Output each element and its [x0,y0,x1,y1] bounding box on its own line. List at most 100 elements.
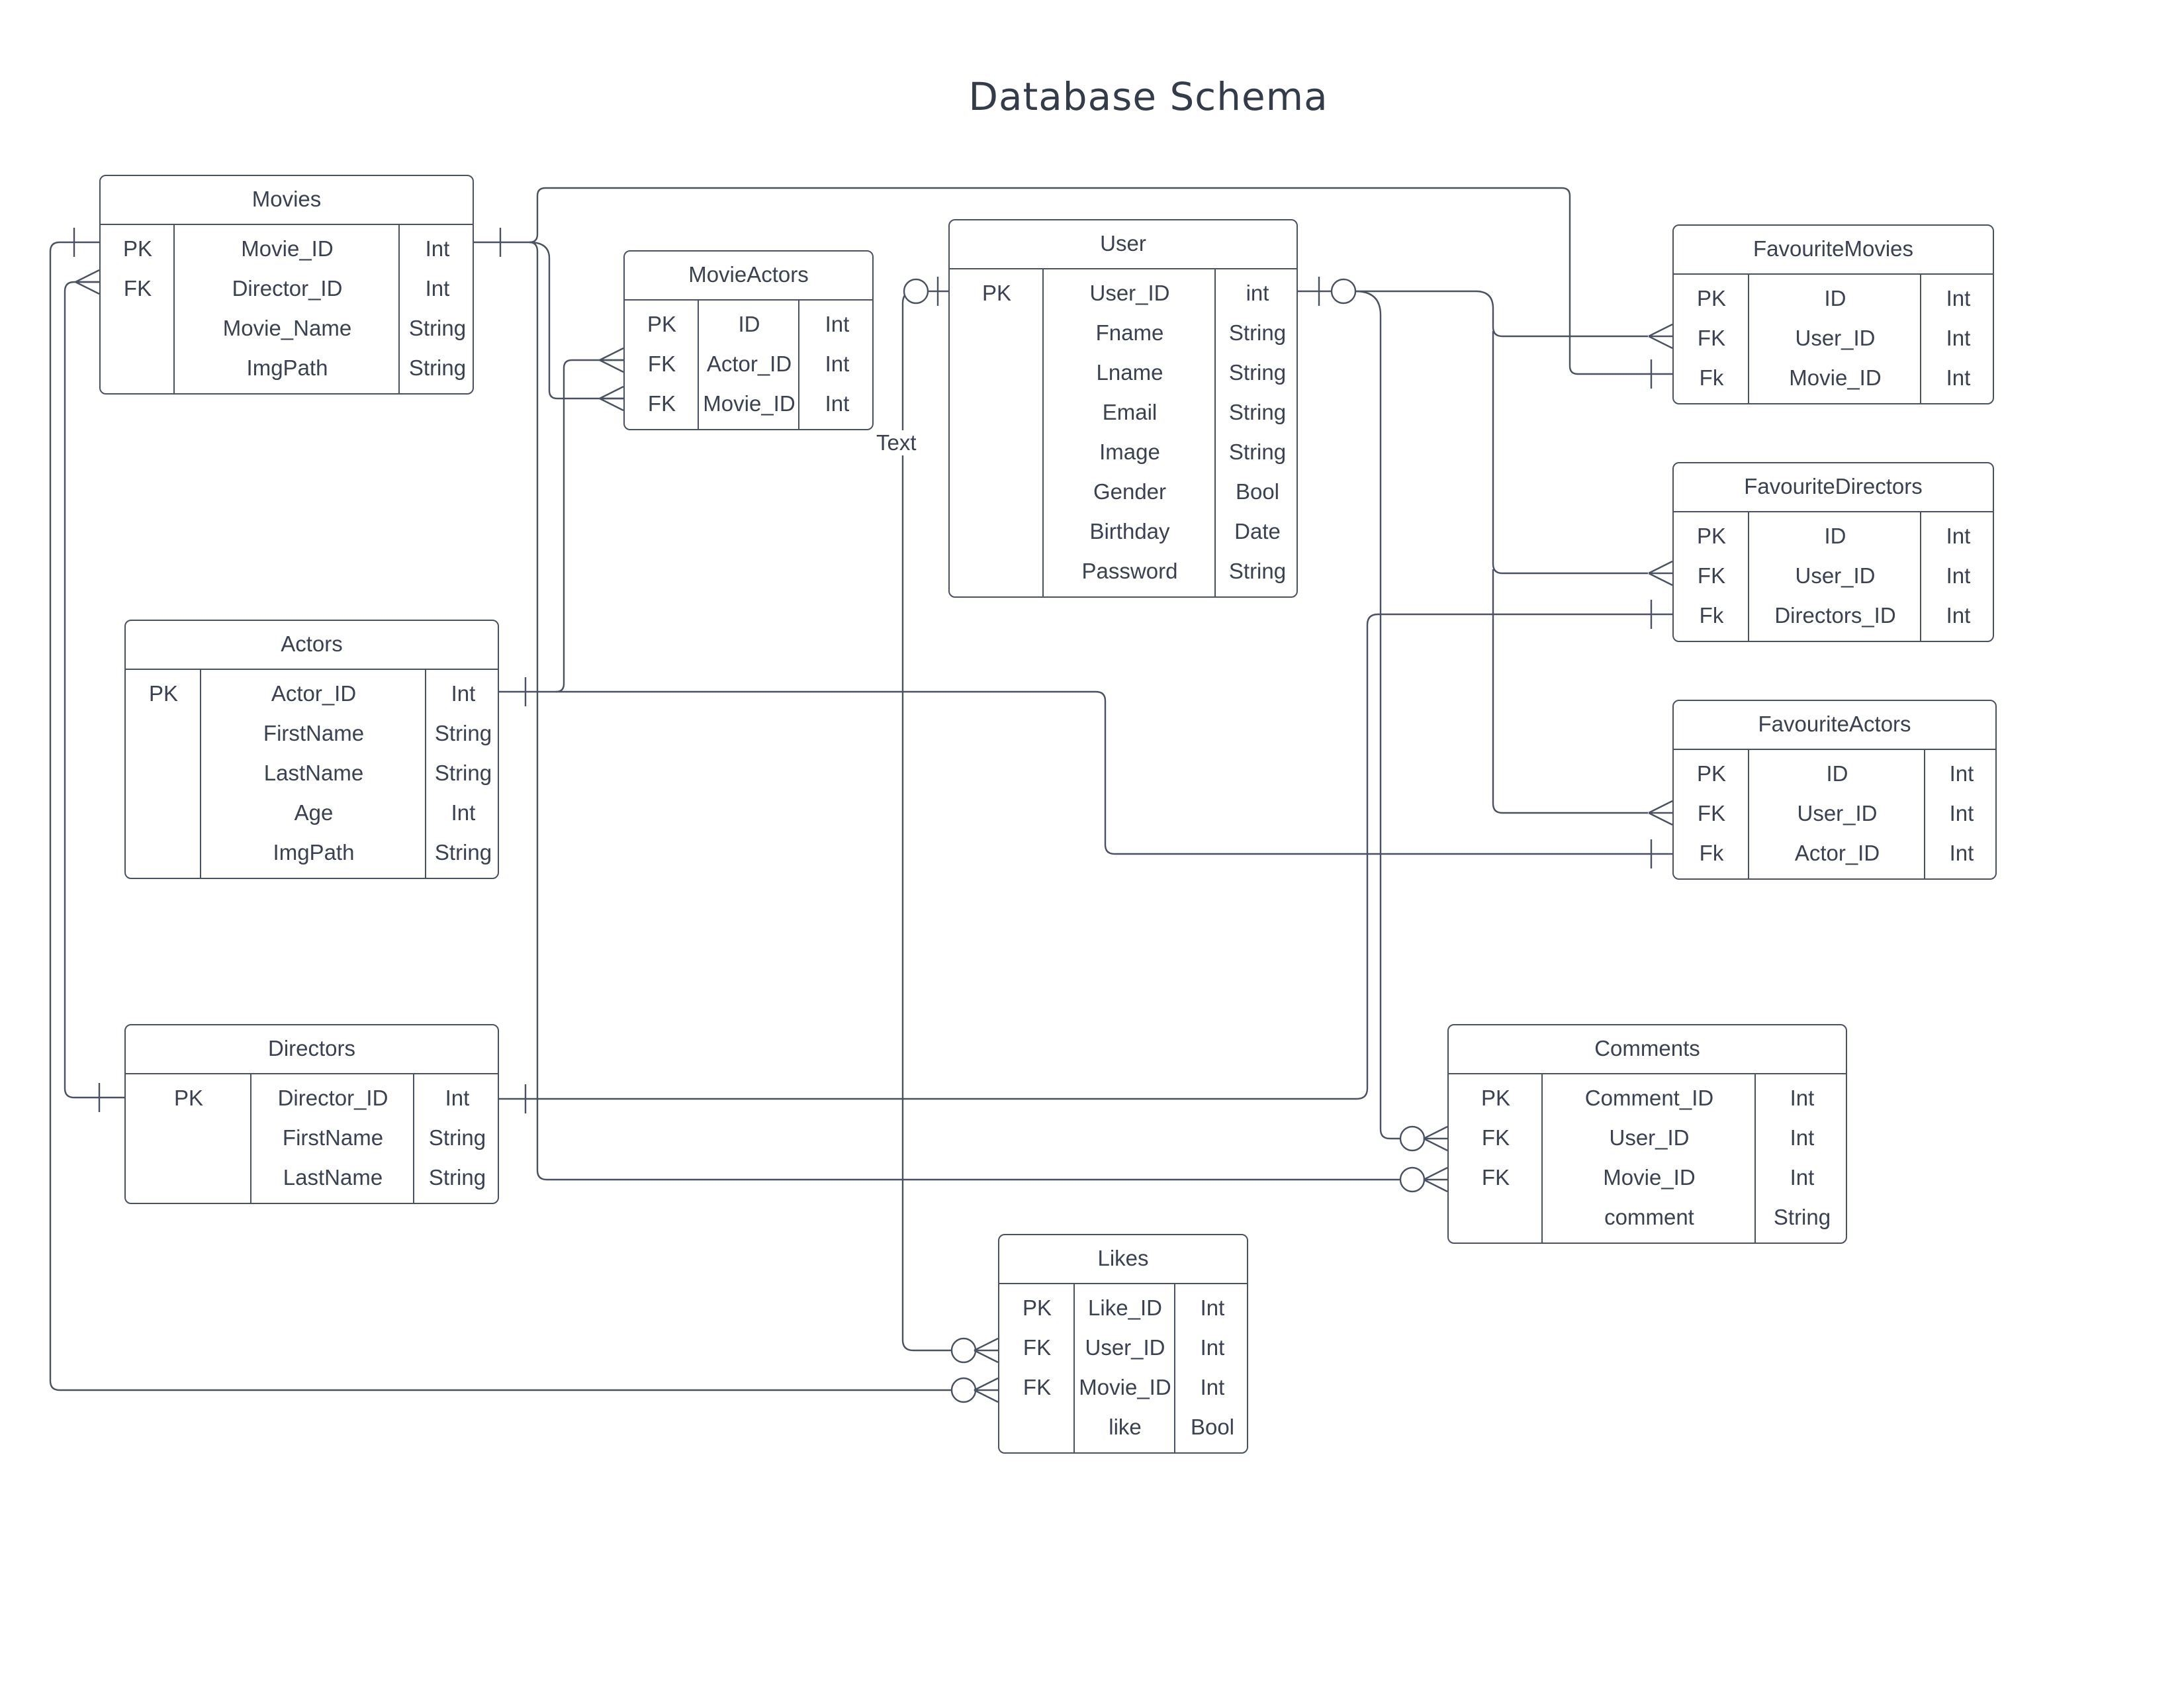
connector-line [1492,331,1648,575]
field-type-cell: int [1246,281,1269,305]
field-name-cell: FirstName [282,1125,384,1150]
field-type-cell: String [434,840,492,865]
field-type-cell: String [1228,400,1287,424]
key-cell: FK [123,276,152,301]
field-type-cell: Int [425,276,450,301]
field-type-cell: Int [825,352,850,376]
field-type-cell: Int [425,236,450,261]
field-name-cell: Age [294,800,334,825]
column-divider [398,225,400,393]
field-name-cell: Password [1081,559,1178,583]
field-name-cell: Birthday [1089,519,1170,543]
field-type-cell: Int [1949,841,1974,865]
table-title: FavouriteMovies [1674,226,1993,275]
column-divider [798,301,799,429]
key-cell: FK [1697,801,1726,825]
field-name-cell: LastName [263,761,364,785]
zero-marker [950,1337,977,1364]
field-name-cell: ID [1824,524,1846,548]
column-divider [173,225,175,393]
field-name-cell: Movie_ID [241,236,334,261]
key-cell: PK [1696,524,1727,548]
column-divider [1174,1284,1175,1452]
field-name-cell: Like_ID [1088,1295,1162,1320]
field-name-cell: comment [1604,1205,1694,1229]
table-title: MovieActors [625,252,872,301]
field-type-cell: Date [1234,519,1281,543]
table-title: FavouriteActors [1674,701,1995,750]
key-cell [126,1158,251,1197]
key-cell [999,1407,1075,1447]
column-divider [1073,1284,1075,1452]
key-cell [101,308,175,348]
field-name-cell: User_ID [1795,563,1876,588]
zero-marker [1330,278,1357,305]
field-type-cell: Int [1946,286,1971,310]
key-cell [950,353,1044,393]
field-name-cell: User_ID [1609,1125,1690,1150]
column-divider [200,670,201,878]
field-name-cell: Image [1099,440,1160,464]
field-name-cell: Gender [1093,479,1167,504]
key-cell [950,313,1044,353]
table-title: FavouriteDirectors [1674,463,1993,512]
many-marker [599,385,624,412]
field-name-cell: Movie_ID [1789,365,1882,390]
key-cell: FK [1481,1165,1510,1190]
key-cell [950,551,1044,591]
field-name-cell: Comment_ID [1584,1086,1714,1110]
field-type-cell: String [428,1165,486,1190]
field-type-cell: Int [1949,761,1974,786]
field-name-cell: Movie_Name [222,316,352,340]
key-cell [950,393,1044,432]
column-divider [425,670,426,878]
field-name-cell: Directors_ID [1774,603,1896,628]
field-type-cell: Int [1946,326,1971,350]
field-name-cell: Director_ID [232,276,343,301]
field-type-cell: String [1773,1205,1831,1229]
zero-marker [950,1377,977,1403]
many-marker [1648,560,1673,586]
field-name-cell: like [1109,1415,1142,1439]
key-cell: PK [173,1086,204,1110]
zero-marker [903,278,929,305]
key-cell: Fk [1699,603,1724,628]
field-type-cell: Int [451,681,476,706]
field-name-cell: ImgPath [273,840,355,865]
key-cell: PK [148,681,179,706]
connector-line [1492,569,1648,814]
field-name-cell: ID [738,312,760,336]
field-type-cell: String [428,1125,486,1150]
field-type-cell: String [408,355,467,380]
key-cell [126,793,201,833]
column-divider [1920,512,1921,641]
field-type-cell: Int [825,391,850,416]
many-marker [599,347,624,373]
table-title: User [950,220,1297,269]
key-cell: FK [1697,326,1726,350]
zero-marker [1399,1166,1426,1193]
field-name-cell: User_ID [1797,801,1878,825]
field-name-cell: User_ID [1089,281,1170,305]
field-type-cell: String [1228,320,1287,345]
column-divider [1748,750,1749,878]
connector-line [556,690,1672,855]
key-cell: PK [1480,1086,1511,1110]
connector-line [529,241,623,400]
field-name-cell: User_ID [1795,326,1876,350]
column-divider [698,301,699,429]
key-cell [101,348,175,388]
field-name-cell: Actor_ID [706,352,792,376]
column-divider [1748,512,1749,641]
many-marker [1648,323,1673,350]
connector-line [1355,290,1423,1140]
key-cell: PK [981,281,1012,305]
field-name-cell: Actor_ID [271,681,357,706]
key-cell [950,512,1044,551]
